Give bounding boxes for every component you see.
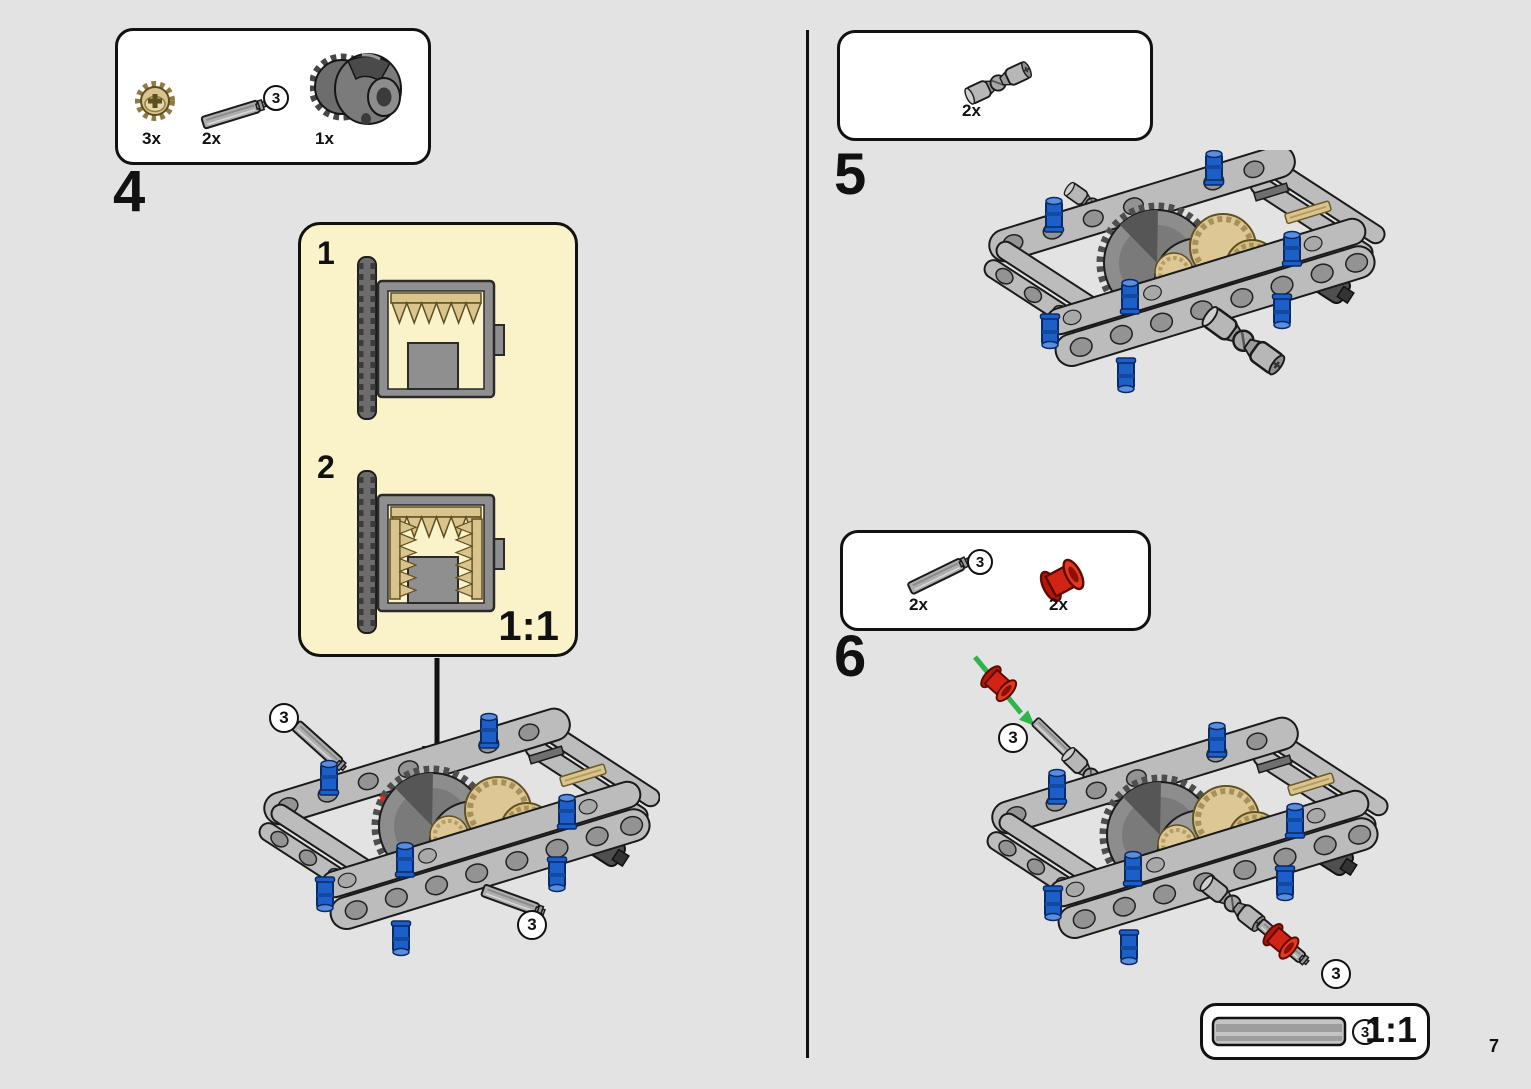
differential-housing-icon bbox=[310, 39, 410, 141]
column-divider bbox=[806, 30, 809, 1058]
step6-assembly-illustration bbox=[973, 655, 1405, 969]
part-quantity: 2x bbox=[1049, 595, 1068, 614]
axle-actual-size-drawing bbox=[1211, 1016, 1347, 1047]
substep-1-number: 1 bbox=[317, 235, 335, 271]
part-quantity: 2x bbox=[202, 129, 221, 148]
step4-assembly-illustration bbox=[240, 680, 660, 980]
universal-joint-icon bbox=[962, 59, 1035, 107]
part-quantity: 3x bbox=[142, 129, 161, 148]
bevel-gear-icon bbox=[133, 79, 178, 124]
loose-axle-top bbox=[290, 719, 350, 774]
part-length-callout: 3 bbox=[1352, 1019, 1378, 1045]
step6-parts-box: 3 2x 2x bbox=[840, 530, 1151, 631]
substep-2-number: 2 bbox=[317, 449, 335, 485]
step5-assembly-illustration bbox=[955, 150, 1405, 415]
differential-cutaway-step2-icon bbox=[341, 465, 511, 643]
inset-scale-label: 1:1 bbox=[498, 602, 559, 649]
scale-1-1-label: 1:1 bbox=[1364, 1009, 1417, 1050]
step4-assembly-inset: 1 2 1:1 bbox=[298, 222, 578, 657]
axle-callout-badge: 3 bbox=[1321, 959, 1351, 989]
axle-callout-badge: 3 bbox=[517, 910, 547, 940]
axle-scale-box: 3 1:1 bbox=[1200, 1003, 1430, 1060]
differential-cutaway-step1-icon bbox=[341, 251, 511, 429]
insert-arrow-green-head bbox=[1019, 710, 1035, 726]
axle-callout-badge: 3 bbox=[998, 723, 1028, 753]
step-4-number: 4 bbox=[113, 159, 146, 224]
part-quantity: 1x bbox=[315, 129, 334, 148]
step5-parts-box: 2x bbox=[837, 30, 1153, 141]
part-length-callout: 3 bbox=[263, 85, 289, 111]
part-quantity: 2x bbox=[962, 101, 981, 120]
step4-parts-box: 3x 2x 3 1x bbox=[115, 28, 431, 165]
axle-callout-badge: 3 bbox=[269, 703, 299, 733]
part-length-callout: 3 bbox=[967, 549, 993, 575]
step-5-number: 5 bbox=[834, 142, 867, 207]
red-bushing-icon bbox=[1035, 555, 1089, 606]
page-number: 7 bbox=[1489, 1036, 1500, 1056]
part-quantity: 2x bbox=[909, 595, 928, 614]
step-6-number: 6 bbox=[834, 624, 867, 689]
